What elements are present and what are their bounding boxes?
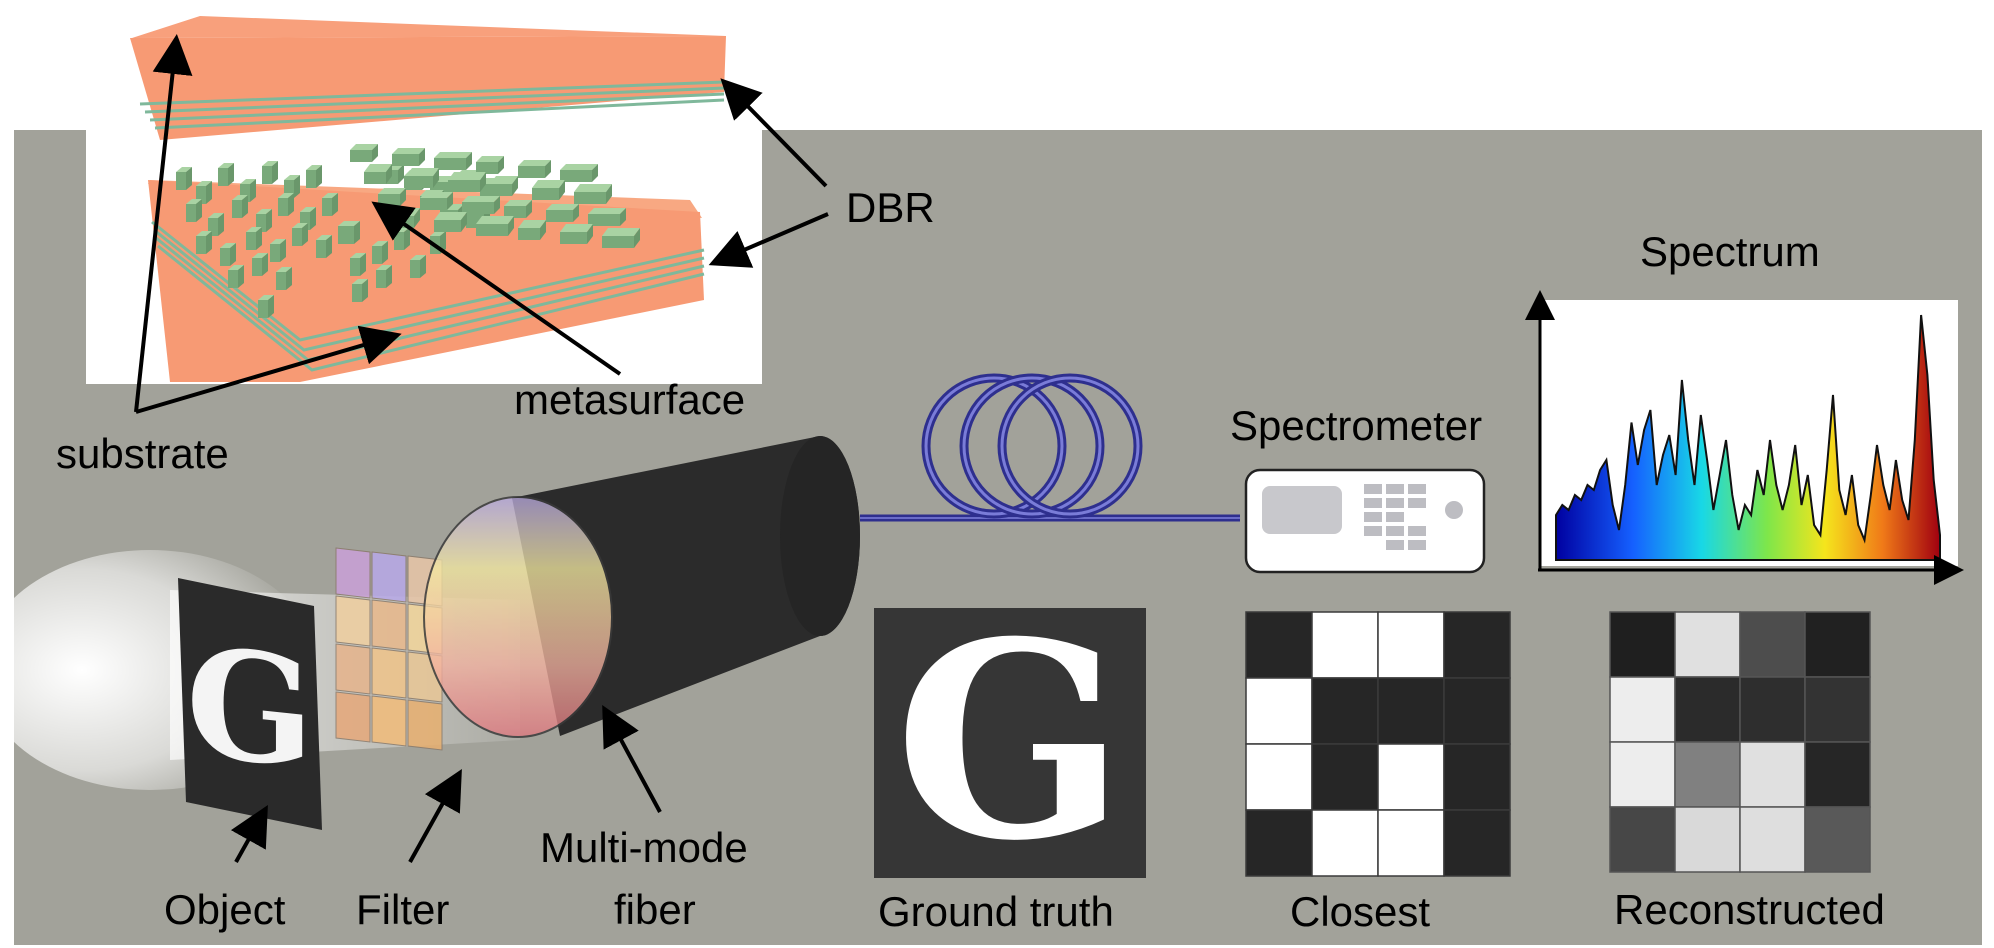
- object-plate: G: [178, 578, 322, 830]
- filter-tile: [335, 643, 371, 695]
- spectrum-curve: [1555, 314, 1941, 561]
- object-glyph: G: [186, 614, 314, 803]
- object-label: Object: [164, 886, 286, 933]
- reconstructed-cell: [1674, 741, 1741, 808]
- fiber-label-line2: fiber: [614, 886, 696, 933]
- fiber-label-line1: Multi-mode: [540, 824, 748, 871]
- spectrum-title: Spectrum: [1640, 228, 1820, 275]
- spectrometer: [1244, 468, 1486, 574]
- fiber-arrow: [602, 704, 662, 813]
- closest-cell: [1311, 611, 1379, 679]
- reconstructed-cell: [1609, 806, 1676, 873]
- filter-tile: [407, 699, 443, 751]
- substrate-label: substrate: [56, 430, 229, 477]
- object-arrow: [230, 805, 268, 863]
- metasurface-label: metasurface: [514, 376, 745, 423]
- ground-truth-label: Ground truth: [878, 888, 1114, 935]
- dbr-label: DBR: [846, 184, 935, 231]
- fiber-face: [423, 496, 613, 738]
- reconstructed-cell: [1674, 676, 1741, 743]
- closest-cell: [1377, 677, 1445, 745]
- reconstructed-cell: [1674, 611, 1741, 678]
- substrate-arrow-right: [135, 325, 402, 414]
- metasurface-cavity-illustration: [130, 16, 726, 382]
- closest-cell: [1311, 677, 1379, 745]
- spectrum-plot: [1525, 290, 1964, 585]
- reconstructed-cell: [1804, 806, 1871, 873]
- fiber-end-cap: [780, 436, 860, 636]
- reconstructed-cell: [1739, 676, 1806, 743]
- closest-cell: [1377, 611, 1445, 679]
- closest-image: [1245, 611, 1511, 877]
- reconstructed-label: Reconstructed: [1614, 886, 1885, 933]
- closest-cell: [1443, 809, 1511, 877]
- closest-cell: [1443, 677, 1511, 745]
- metasurface-pillars: [176, 144, 640, 318]
- closest-cell: [1377, 809, 1445, 877]
- fiber-coil: [860, 373, 1240, 522]
- spectrometer-keypad: [1364, 484, 1426, 550]
- spectrometer-screen: [1262, 486, 1342, 534]
- reconstructed-image: [1609, 611, 1871, 873]
- closest-cell: [1311, 743, 1379, 811]
- filter-tile: [371, 551, 407, 603]
- top-dbr-slab-top: [130, 16, 726, 38]
- closest-cell: [1311, 809, 1379, 877]
- spectrometer-knob: [1445, 501, 1463, 519]
- substrate-arrow-left: [134, 34, 193, 413]
- reconstructed-cell: [1609, 676, 1676, 743]
- reconstructed-cell: [1739, 806, 1806, 873]
- ground-truth-glyph: G: [895, 582, 1126, 900]
- closest-cell: [1245, 677, 1313, 745]
- reconstructed-cell: [1674, 806, 1741, 873]
- filter-label: Filter: [356, 886, 449, 933]
- closest-cell: [1443, 611, 1511, 679]
- closest-cell: [1443, 743, 1511, 811]
- multimode-fiber: [423, 436, 860, 738]
- annotation-arrows: [134, 34, 829, 414]
- dbr-arrow-top: [720, 78, 828, 188]
- reconstructed-cell: [1804, 611, 1871, 678]
- reconstructed-cell: [1804, 741, 1871, 808]
- filter-tile: [371, 695, 407, 747]
- reconstructed-cell: [1804, 676, 1871, 743]
- closest-label: Closest: [1290, 888, 1430, 935]
- dbr-arrow-bottom: [708, 212, 829, 268]
- spectrometer-label: Spectrometer: [1230, 402, 1482, 449]
- filter-tile: [335, 691, 371, 743]
- reconstructed-cell: [1739, 741, 1806, 808]
- filter-tile: [335, 547, 371, 599]
- reconstructed-cell: [1739, 611, 1806, 678]
- closest-cell: [1245, 611, 1313, 679]
- closest-cell: [1377, 743, 1445, 811]
- filter-arrow: [408, 769, 462, 863]
- closest-cell: [1245, 743, 1313, 811]
- reconstructed-cell: [1609, 611, 1676, 678]
- filter-tile: [335, 595, 371, 647]
- ground-truth-image: G: [874, 582, 1146, 900]
- closest-cell: [1245, 809, 1313, 877]
- filter-tile: [371, 599, 407, 651]
- filter-tile: [371, 647, 407, 699]
- metasurface-arrow: [371, 201, 622, 376]
- top-dbr-layers: [139, 80, 725, 130]
- reconstructed-cell: [1609, 741, 1676, 808]
